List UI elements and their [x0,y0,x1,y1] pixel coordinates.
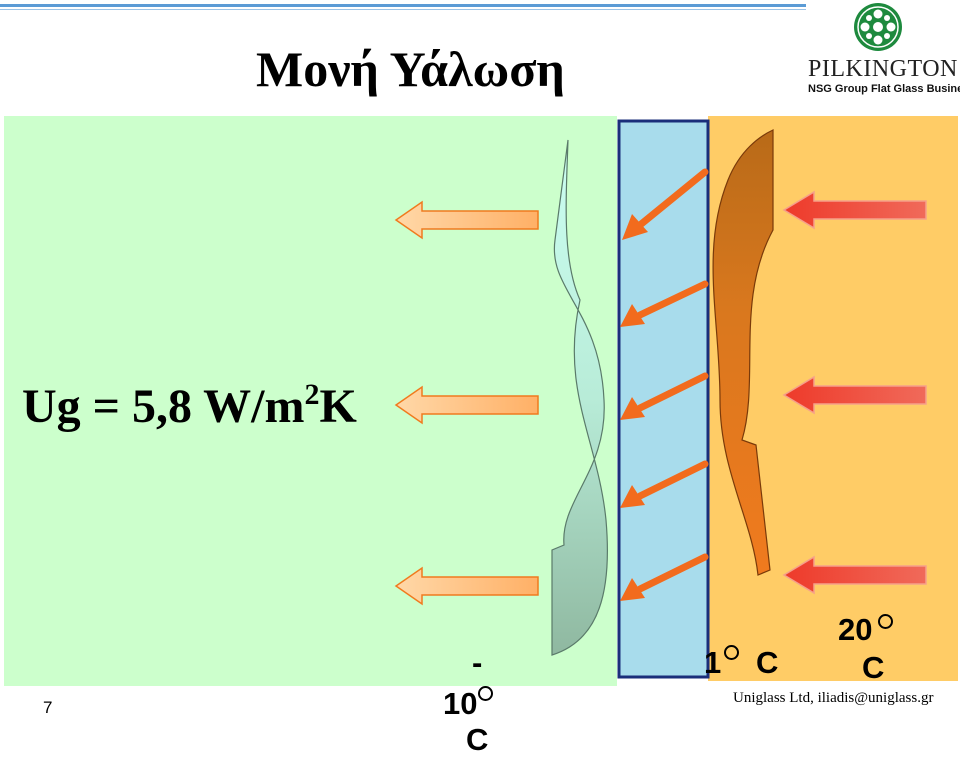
pilkington-emblem-icon [854,3,902,51]
conduction-arrow-5 [620,553,709,601]
glass-degree-symbol [724,645,739,660]
footer-credit: Uniglass Ltd, iliadis@uniglass.gr [733,690,934,706]
top-accent-line-thin [0,9,806,10]
u-value-label: Ug = 5,8 W/m2K [22,378,357,434]
inside-temp-value: 20 [838,612,873,647]
outside-temp-sign: - [472,645,483,680]
heat-transfer-diagram [4,116,958,686]
brand-tagline: NSG Group Flat Glass Business [808,83,960,95]
inside-degree-symbol [878,614,893,629]
inside-temp-unit: C [862,650,885,685]
room-heat-arrows [782,190,927,595]
glass-temp-value: 1 [704,645,722,680]
glass-temp-unit: C [756,645,779,680]
cold-air-upward-arrow [551,139,609,656]
page-title: Μονή Υάλωση [256,41,565,97]
outside-heat-arrow-3 [394,566,539,606]
outside-heat-arrows [394,200,539,606]
outside-degree-symbol [478,686,493,701]
room-heat-arrow-2 [782,375,927,415]
conduction-arrow-4 [620,460,709,508]
top-accent-line [0,4,806,7]
outside-temp-value: 10 [443,686,478,721]
room-heat-arrow-3 [782,555,927,595]
u-value-prefix: Ug = 5,8 W/m [22,380,305,433]
page-number: 7 [43,698,53,717]
outside-heat-arrow-1 [394,200,539,240]
u-value-suffix: K [319,380,357,433]
conduction-arrow-3 [620,372,709,420]
pilkington-logo [854,3,902,51]
warm-air-downward-arrow [712,129,774,576]
glass-conduction-arrows [620,168,709,601]
room-heat-arrow-1 [782,190,927,230]
u-value-exponent: 2 [304,378,320,411]
conduction-arrow-1 [622,168,709,240]
outside-heat-arrow-2 [394,385,539,425]
conduction-arrow-2 [620,280,709,327]
outside-temp-unit: C [466,722,489,757]
brand-name: PILKINGTON [808,56,958,82]
